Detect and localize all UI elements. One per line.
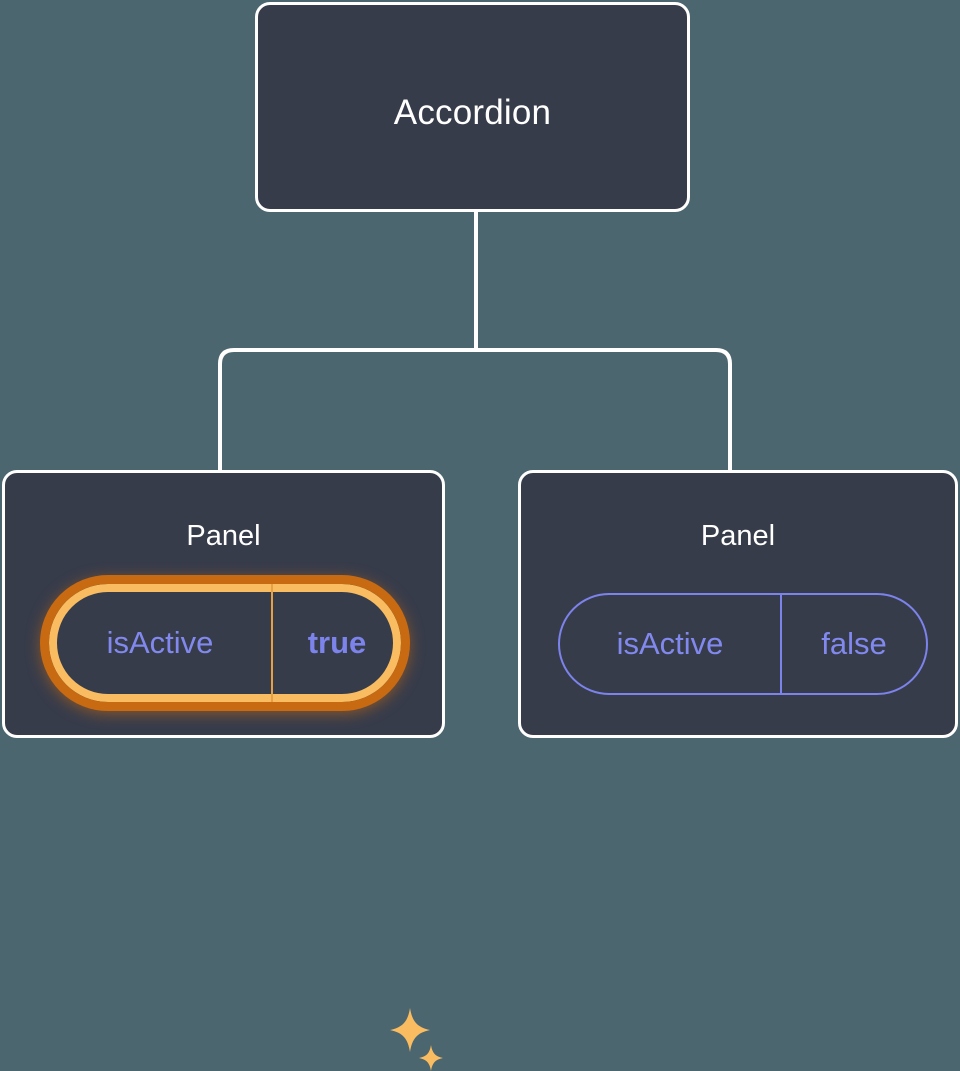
prop-value-false: false (780, 595, 926, 693)
prop-key-isactive: isActive (616, 626, 724, 661)
connector-branch-bus (218, 348, 732, 470)
prop-pill-isactive-false[interactable]: isActive false (558, 593, 928, 695)
node-accordion-title: Accordion (393, 93, 552, 132)
prop-pill-isactive-true[interactable]: isActive true (40, 575, 410, 711)
sparkle-small-icon (419, 1045, 443, 1071)
node-panel-inactive[interactable]: Panel isActive false (518, 470, 958, 738)
node-accordion[interactable]: Accordion (255, 2, 690, 212)
prop-key-isactive: isActive (106, 625, 214, 660)
node-panel-active-title: Panel (186, 520, 261, 552)
node-panel-active[interactable]: Panel isActive true (2, 470, 445, 1071)
prop-value-true: true (271, 584, 401, 702)
node-panel-inactive-title: Panel (700, 520, 776, 552)
